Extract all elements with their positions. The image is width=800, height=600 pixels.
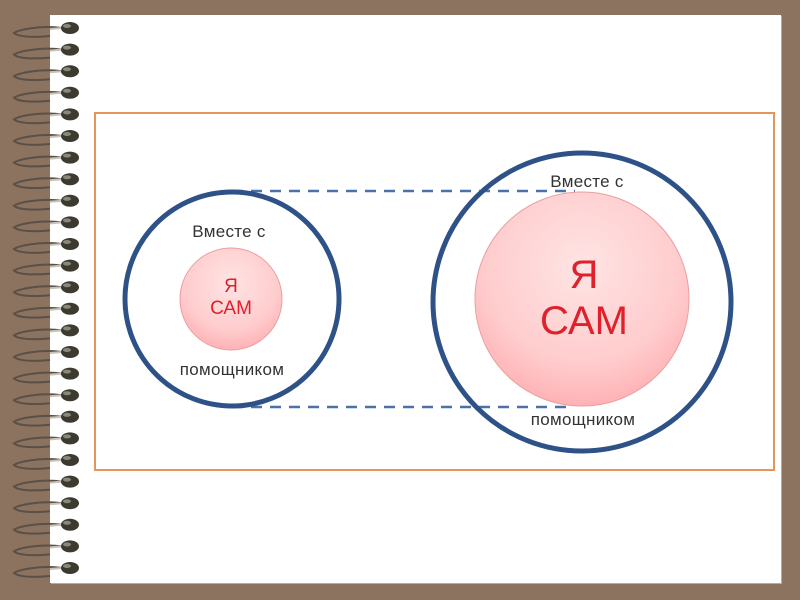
spiral-ring: [12, 173, 79, 190]
spiral-ring: [12, 367, 79, 384]
spiral-ring: [12, 389, 79, 406]
spiral-ring: [12, 86, 79, 103]
large-core-line2: САМ: [539, 299, 629, 343]
large-core-label: Я САМ: [540, 252, 628, 344]
large-core-line1: Я: [569, 253, 599, 297]
content-frame: [94, 112, 775, 471]
spiral-ring: [12, 151, 79, 168]
spiral-ring: [12, 108, 79, 125]
spiral-ring: [12, 540, 79, 557]
small-core-line1: Я: [224, 276, 238, 298]
spiral-ring: [12, 410, 79, 427]
spiral-ring: [12, 281, 79, 298]
spiral-ring: [12, 259, 79, 276]
spiral-ring: [12, 497, 79, 514]
spiral-ring: [12, 216, 79, 233]
small-core-label: Я САМ: [210, 276, 252, 320]
spiral-ring: [12, 130, 79, 146]
spiral-ring: [12, 562, 79, 578]
spiral-ring: [12, 65, 79, 82]
spiral-ring: [12, 324, 79, 341]
spiral-ring: [12, 432, 79, 449]
spiral-ring: [12, 518, 79, 535]
outer-ring-small: [122, 189, 342, 409]
core-circle-small: [179, 247, 283, 351]
spiral-ring: [12, 43, 79, 60]
small-top-label: Вместе с: [192, 222, 266, 241]
large-top-label: Вместе с: [550, 172, 624, 191]
small-bottom-label: помощником: [179, 360, 285, 379]
outer-ring-large: [430, 150, 734, 454]
spiral-ring: [12, 22, 79, 38]
large-bottom-label: помощником: [530, 410, 636, 429]
spiral-ring: [12, 346, 79, 362]
spiral-ring: [12, 238, 79, 254]
spiral-ring: [12, 454, 79, 470]
core-circle-large: [474, 191, 690, 407]
small-core-line2: САМ: [210, 298, 252, 319]
spiral-ring: [12, 475, 79, 492]
spiral-ring: [12, 194, 79, 211]
spiral-ring: [12, 302, 79, 319]
